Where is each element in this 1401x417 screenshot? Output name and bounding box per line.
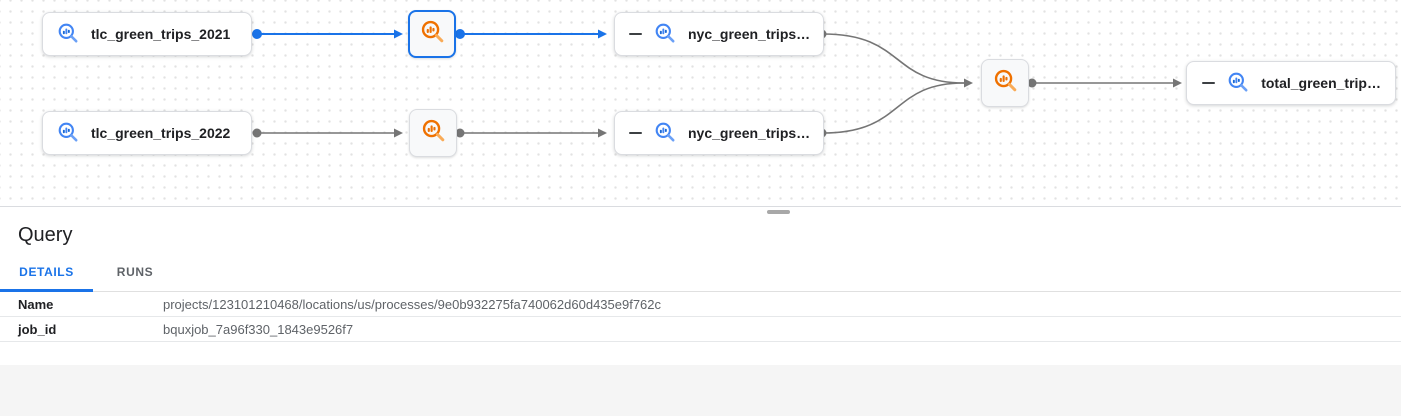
row-label: Name	[18, 296, 54, 312]
node-label: tlc_green_trips_2021	[91, 26, 231, 42]
process-node-union[interactable]	[981, 59, 1029, 107]
arrowhead-icon	[1173, 78, 1182, 88]
arrowhead-icon	[598, 29, 607, 39]
node-label: tlc_green_trips_2022	[91, 125, 231, 141]
port-dot	[1027, 78, 1037, 88]
details-panel: Query DETAILS RUNS Name projects/1231012…	[0, 207, 1401, 416]
bigquery-job-icon	[421, 118, 446, 148]
minus-icon	[1201, 82, 1215, 84]
tab-details[interactable]: DETAILS	[0, 253, 93, 292]
bigquery-table-icon	[654, 121, 676, 146]
node-tlc-green-trips-2022[interactable]: tlc_green_trips_2022	[42, 111, 252, 155]
port-dot	[252, 128, 262, 138]
row-value: projects/123101210468/locations/us/proce…	[163, 296, 662, 312]
node-label: total_green_trip…	[1261, 75, 1381, 91]
tab-bar: DETAILS RUNS	[0, 253, 1401, 292]
node-tlc-green-trips-2021[interactable]: tlc_green_trips_2021	[42, 12, 252, 56]
page-title: Query	[18, 224, 73, 246]
panel-resize-handle[interactable]	[767, 210, 790, 214]
minus-icon	[629, 33, 642, 35]
arrowhead-icon	[964, 78, 973, 88]
lineage-edges	[252, 29, 1182, 138]
arrowhead-icon	[598, 128, 607, 138]
bigquery-job-icon	[993, 68, 1018, 98]
bigquery-table-icon	[57, 22, 79, 47]
bigquery-job-icon	[420, 19, 445, 49]
process-node-2[interactable]	[409, 109, 457, 157]
process-node-selected[interactable]	[408, 10, 456, 58]
tab-label: DETAILS	[19, 265, 74, 279]
arrowhead-icon	[394, 29, 403, 39]
port-dot	[455, 128, 465, 138]
edge-nyc2022-to-union	[822, 82, 965, 134]
bigquery-table-icon	[57, 121, 79, 146]
row-label: job_id	[18, 321, 57, 337]
details-table: Name projects/123101210468/locations/us/…	[0, 292, 1401, 342]
bigquery-table-icon	[1227, 71, 1249, 96]
tab-runs[interactable]: RUNS	[93, 253, 177, 291]
collapse-button[interactable]	[629, 25, 642, 43]
row-value: bquxjob_7a96f330_1843e9526f7	[163, 321, 354, 337]
tab-label: RUNS	[116, 265, 154, 279]
port-dot	[252, 29, 262, 39]
node-label: nyc_green_trips…	[688, 26, 811, 42]
table-row: job_id bquxjob_7a96f330_1843e9526f7	[0, 317, 1401, 342]
sql-code-block: CREATE TABLE `myproject.data_lineage_dem…	[0, 365, 1401, 416]
node-nyc-green-trips-2022[interactable]: nyc_green_trips…	[614, 111, 824, 155]
edge-nyc2021-to-union	[822, 33, 965, 84]
lineage-graph-canvas[interactable]: tlc_green_trips_2021 tlc_green_trips_202…	[0, 0, 1401, 207]
port-dot	[455, 29, 465, 39]
collapse-button[interactable]	[629, 124, 642, 142]
node-label: nyc_green_trips…	[688, 125, 811, 141]
arrowhead-icon	[394, 128, 403, 138]
minus-icon	[629, 132, 642, 134]
node-total-green-trips[interactable]: total_green_trip…	[1186, 61, 1396, 105]
active-tab-indicator	[0, 289, 93, 292]
node-nyc-green-trips-2021[interactable]: nyc_green_trips…	[614, 12, 824, 56]
collapse-button[interactable]	[1201, 74, 1215, 92]
table-row: Name projects/123101210468/locations/us/…	[0, 292, 1401, 317]
bigquery-table-icon	[654, 22, 676, 47]
